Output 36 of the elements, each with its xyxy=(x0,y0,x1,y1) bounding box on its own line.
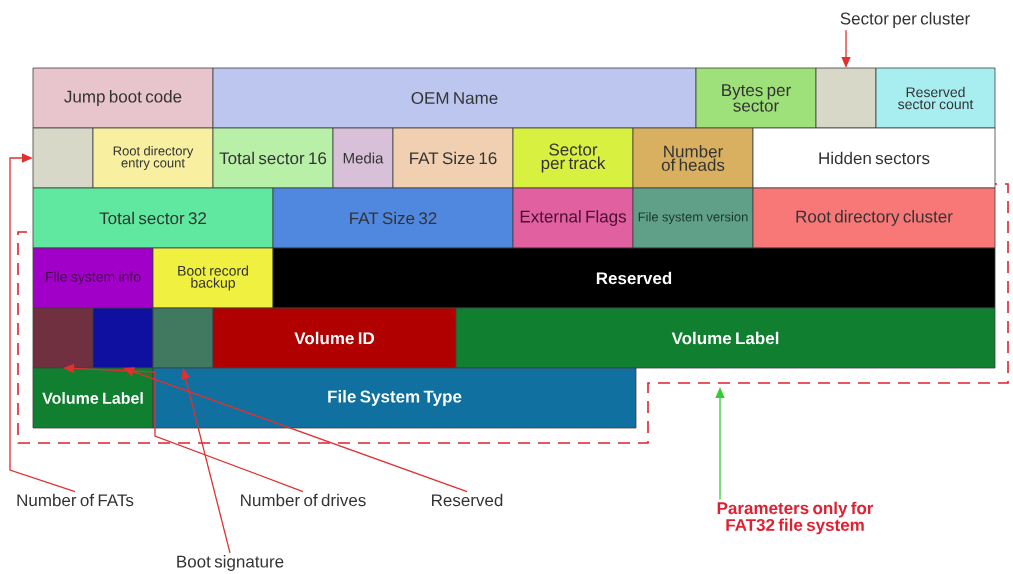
field-box: Jump boot code xyxy=(32,67,214,129)
field-box: FAT Size 32 xyxy=(272,187,514,249)
field-box: Media xyxy=(332,127,394,189)
field-box xyxy=(152,307,214,369)
field-box xyxy=(32,307,94,369)
field-box: Sector per track xyxy=(512,127,634,189)
field-box: External Flags xyxy=(512,187,634,249)
callout-label: Boot signature xyxy=(177,555,284,571)
field-box: Total sector 32 xyxy=(32,187,274,249)
field-box: Boot record backup xyxy=(152,247,274,309)
callout-label: Number of FATs xyxy=(17,493,134,507)
note-text: Parameters only for FAT32 file system xyxy=(717,501,874,535)
field-box xyxy=(815,67,877,129)
leader-line xyxy=(123,367,468,493)
field-box: Volume Label xyxy=(455,307,996,369)
field-box: Root directory cluster xyxy=(752,187,996,249)
field-box: File system info xyxy=(32,247,154,309)
field-box xyxy=(32,127,94,189)
field-box: Volume Label xyxy=(32,367,154,429)
field-box: Total sector 16 xyxy=(212,127,334,189)
field-box xyxy=(92,307,154,369)
field-box: Number of heads xyxy=(632,127,754,189)
field-box: Hidden sectors xyxy=(752,127,996,189)
field-box: File System Type xyxy=(152,367,637,429)
field-box: Root directory entry count xyxy=(92,127,214,189)
field-box: FAT Size 16 xyxy=(392,127,514,189)
callout-label: Reserved xyxy=(432,493,503,507)
field-box: Reserved xyxy=(272,247,996,309)
field-box: Reserved sector count xyxy=(875,67,996,129)
field-box: OEM Name xyxy=(212,67,697,129)
field-box: Volume ID xyxy=(212,307,457,369)
field-box: Bytes per sector xyxy=(695,67,817,129)
callout-label: Number of drives xyxy=(241,493,366,507)
leader-line xyxy=(9,153,76,493)
callout-label: Sector per cluster xyxy=(840,12,970,28)
field-box: File system version xyxy=(632,187,754,249)
